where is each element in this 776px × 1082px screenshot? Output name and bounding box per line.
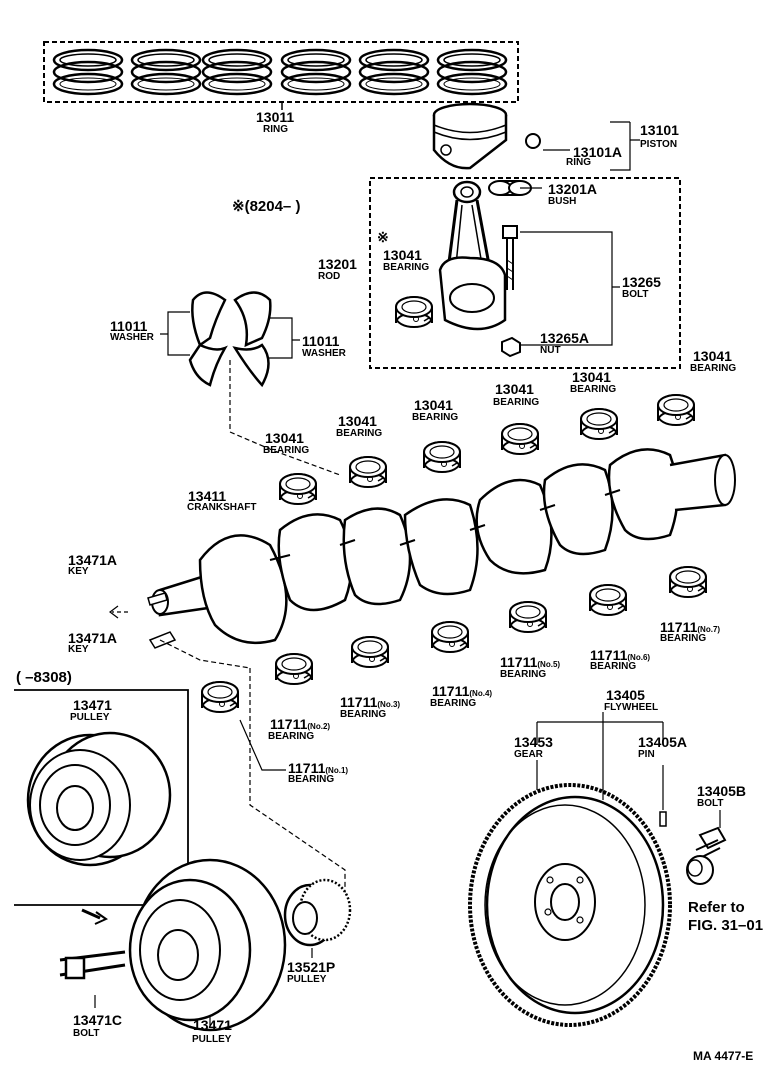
timing-pulley-number: 13521P xyxy=(287,959,336,975)
main-bearing-4-label: 11711(No.4) xyxy=(432,683,493,699)
upper-bearing-5-number: 13041 xyxy=(572,369,611,385)
flywheel-pin-name: PIN xyxy=(638,749,655,760)
upper-bearing-2-name: BEARING xyxy=(336,428,383,439)
old-pulley-range: ( –8308) xyxy=(16,669,72,686)
pulley-bolt-name: BOLT xyxy=(73,1028,100,1039)
main-bearing-4-name: BEARING xyxy=(430,698,477,709)
rod-bearing-number: 13041 xyxy=(383,247,422,263)
upper-bearing-1-number: 13041 xyxy=(265,430,304,446)
ring-gear-name: GEAR xyxy=(514,749,543,760)
old-pulley-number: 13471 xyxy=(73,697,112,713)
piston-name: PISTON xyxy=(640,139,678,150)
bush-number: 13201A xyxy=(548,181,598,197)
figure-code: MA 4477-E xyxy=(693,1049,754,1063)
snap-ring-name: RING xyxy=(566,157,591,168)
main-bearing-5-name: BEARING xyxy=(500,669,547,680)
flywheel-bolt-number: 13405B xyxy=(697,783,747,799)
upper-bearing-6-number: 13041 xyxy=(693,348,732,364)
rod-bolt-name: BOLT xyxy=(622,289,649,300)
main-bearing-7-label: 11711(No.7) xyxy=(660,619,721,635)
main-bearing-6-name: BEARING xyxy=(590,661,637,672)
flywheel-bolt-name: BOLT xyxy=(697,798,724,809)
rod-bearing-mark: ※ xyxy=(377,229,389,245)
main-bearing-5-label: 11711(No.5) xyxy=(500,654,561,670)
piston-number: 13101 xyxy=(640,122,679,138)
washer-right-name: WASHER xyxy=(302,348,346,359)
washer-left-name: WASHER xyxy=(110,332,154,343)
upper-bearing-6-name: BEARING xyxy=(690,363,737,374)
upper-bearing-3-name: BEARING xyxy=(412,412,459,423)
upper-bearing-1-name: BEARING xyxy=(263,445,310,456)
main-bearing-1-label: 11711(No.1) xyxy=(288,760,349,776)
rod-number: 13201 xyxy=(318,256,357,272)
main-bearing-2-name: BEARING xyxy=(268,731,315,742)
flywheel-name: FLYWHEEL xyxy=(604,702,659,713)
main-bearing-2-label: 11711(No.2) xyxy=(270,716,331,732)
snap-ring-number: 13101A xyxy=(573,144,623,160)
ring-gear-number: 13453 xyxy=(514,734,553,750)
rod-nut-number: 13265A xyxy=(540,330,590,346)
timing-pulley-name: PULLEY xyxy=(287,974,327,985)
main-bearing-1-name: BEARING xyxy=(288,774,335,785)
upper-bearing-5-name: BEARING xyxy=(570,384,617,395)
washer-left-number: 11011 xyxy=(110,318,148,334)
ring-set-name: RING xyxy=(263,124,288,135)
refer-line-1: Refer to xyxy=(688,899,745,916)
crankshaft-name: CRANKSHAFT xyxy=(187,502,257,513)
upper-bearing-3-number: 13041 xyxy=(414,397,453,413)
flywheel-number: 13405 xyxy=(606,687,645,703)
crankshaft-number: 13411 xyxy=(188,488,227,504)
old-pulley-name: PULLEY xyxy=(70,712,110,723)
rod-name: ROD xyxy=(318,271,341,282)
pulley-name: PULLEY xyxy=(192,1034,232,1045)
rod-bolt-number: 13265 xyxy=(622,274,661,290)
upper-bearing-2-number: 13041 xyxy=(338,413,377,429)
key-upper-name: KEY xyxy=(68,566,89,577)
rod-bearing-name: BEARING xyxy=(383,262,430,273)
main-bearing-3-label: 11711(No.3) xyxy=(340,694,401,710)
main-bearing-3-name: BEARING xyxy=(340,709,387,720)
key-upper-number: 13471A xyxy=(68,552,118,568)
key-lower-number: 13471A xyxy=(68,630,118,646)
main-bearing-6-label: 11711(No.6) xyxy=(590,647,651,663)
main-bearing-7-name: BEARING xyxy=(660,633,707,644)
pulley-number: 13471 xyxy=(193,1017,232,1033)
upper-bearing-4-number: 13041 xyxy=(495,381,534,397)
rod-nut-name: NUT xyxy=(540,345,561,356)
flywheel-pin-number: 13405A xyxy=(638,734,688,750)
bush-name: BUSH xyxy=(548,196,577,207)
serial-range-note: ※(8204– ) xyxy=(232,198,301,215)
washer-right-number: 11011 xyxy=(302,333,340,349)
upper-bearing-4-name: BEARING xyxy=(493,397,540,408)
refer-line-2: FIG. 31–01 xyxy=(688,917,764,934)
key-lower-name: KEY xyxy=(68,644,89,655)
pulley-bolt-number: 13471C xyxy=(73,1012,123,1028)
ring-set-number: 13011 xyxy=(256,109,295,125)
